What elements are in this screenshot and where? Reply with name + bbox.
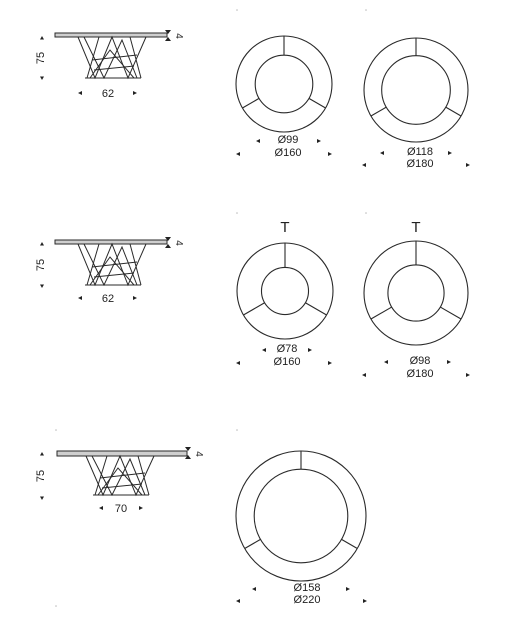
- plan-view-1: Ø99 Ø160: [235, 35, 333, 159]
- registration-dots: [55, 9, 367, 607]
- top-thickness-label: 4: [173, 240, 184, 246]
- table-top: [56, 450, 188, 457]
- outer-ring: [235, 450, 367, 582]
- top-thickness-label: 4: [173, 33, 184, 39]
- inner-ring: [260, 266, 310, 316]
- row-2: 75 4 62 T Ø78 Ø160 T Ø98 Ø180: [35, 219, 470, 380]
- plan-marker: T: [411, 219, 420, 236]
- segment-divider: [445, 106, 462, 117]
- segment-divider: [440, 306, 462, 320]
- outer-diameter-label: Ø160: [274, 356, 301, 368]
- diameter-arrows: [236, 348, 332, 365]
- table-base: [77, 35, 147, 80]
- inner-diameter-label: Ø78: [277, 343, 298, 355]
- top-thickness-dimension: [165, 30, 171, 41]
- table-base: [85, 454, 155, 497]
- segment-divider: [308, 97, 326, 109]
- outer-diameter-label: Ø220: [294, 594, 321, 606]
- height-dimension: [40, 36, 44, 80]
- segment-divider: [341, 538, 358, 549]
- row-1: 75 4 62 Ø99 Ø160 Ø118 Ø180: [35, 30, 470, 170]
- outer-diameter-label: Ø180: [407, 368, 434, 380]
- height-label: 75: [35, 470, 47, 482]
- side-view-3: [40, 447, 191, 510]
- segment-divider: [305, 302, 327, 316]
- top-thickness-label: 4: [193, 451, 204, 457]
- plan-view-5: Ø158 Ø220: [235, 450, 367, 606]
- inner-diameter-label: Ø99: [278, 134, 299, 146]
- base-width-label: 70: [115, 503, 127, 515]
- height-label: 75: [35, 259, 47, 271]
- segment-divider: [370, 306, 392, 320]
- inner-ring: [381, 55, 451, 125]
- side-view-2: [40, 237, 171, 300]
- segment-divider: [243, 302, 265, 316]
- table-base: [77, 242, 147, 287]
- diameter-arrows: [362, 151, 470, 167]
- top-thickness-dimension: [185, 447, 191, 459]
- plan-marker: T: [280, 219, 289, 236]
- height-label: 75: [35, 52, 47, 64]
- segment-divider: [244, 538, 261, 549]
- base-width-dimension: [78, 296, 137, 300]
- diameter-arrows: [236, 139, 332, 156]
- inner-diameter-label: Ø118: [407, 146, 433, 158]
- base-width-dimension: [99, 506, 143, 510]
- row-3: 75 4 70 Ø158 Ø220: [35, 447, 367, 606]
- height-dimension: [40, 242, 44, 288]
- plan-view-3: T Ø78 Ø160: [236, 219, 334, 368]
- top-thickness-dimension: [165, 237, 171, 248]
- inner-ring: [387, 264, 445, 322]
- table-top: [54, 32, 168, 38]
- diameter-arrows: [362, 360, 470, 377]
- inner-diameter-label: Ø158: [294, 582, 321, 594]
- inner-ring: [254, 54, 314, 114]
- base-width-dimension: [78, 91, 137, 95]
- side-view-1: [40, 30, 171, 95]
- plan-view-4: T Ø98 Ø180: [362, 219, 470, 380]
- outer-diameter-label: Ø180: [407, 158, 434, 170]
- segment-divider: [242, 97, 260, 109]
- inner-diameter-label: Ø98: [410, 355, 431, 367]
- height-dimension: [40, 452, 44, 500]
- base-width-label: 62: [102, 293, 114, 305]
- table-top: [54, 239, 168, 245]
- plan-view-2: Ø118 Ø180: [362, 37, 470, 170]
- inner-ring: [253, 468, 349, 564]
- diameter-arrows: [236, 587, 367, 603]
- base-width-label: 62: [102, 88, 114, 100]
- segment-divider: [370, 106, 387, 117]
- outer-diameter-label: Ø160: [275, 147, 302, 159]
